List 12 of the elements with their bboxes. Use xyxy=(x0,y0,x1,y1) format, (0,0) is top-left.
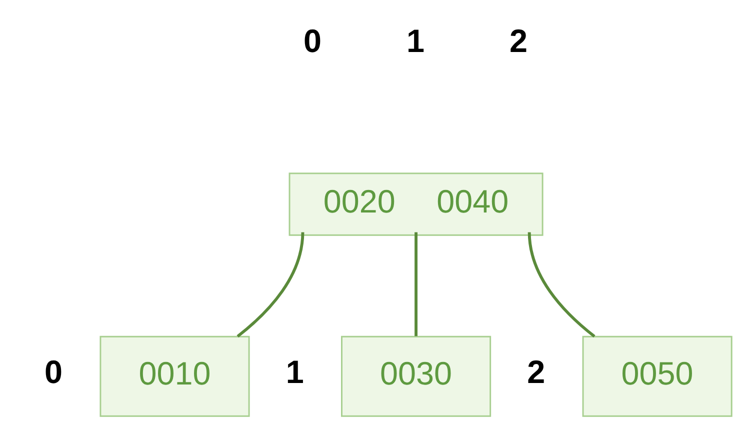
node-box: 0050 xyxy=(582,335,732,416)
connector xyxy=(236,232,304,338)
label: 2 xyxy=(509,22,528,59)
label: 0 xyxy=(44,354,63,390)
label: 1 xyxy=(406,22,424,59)
label: 2 xyxy=(527,354,546,390)
label: 0 xyxy=(303,22,322,59)
connector xyxy=(528,232,596,338)
node-box: 0010 xyxy=(100,335,250,416)
connector xyxy=(414,232,418,336)
node-box: 0030 xyxy=(341,335,492,416)
label: 1 xyxy=(286,354,304,390)
